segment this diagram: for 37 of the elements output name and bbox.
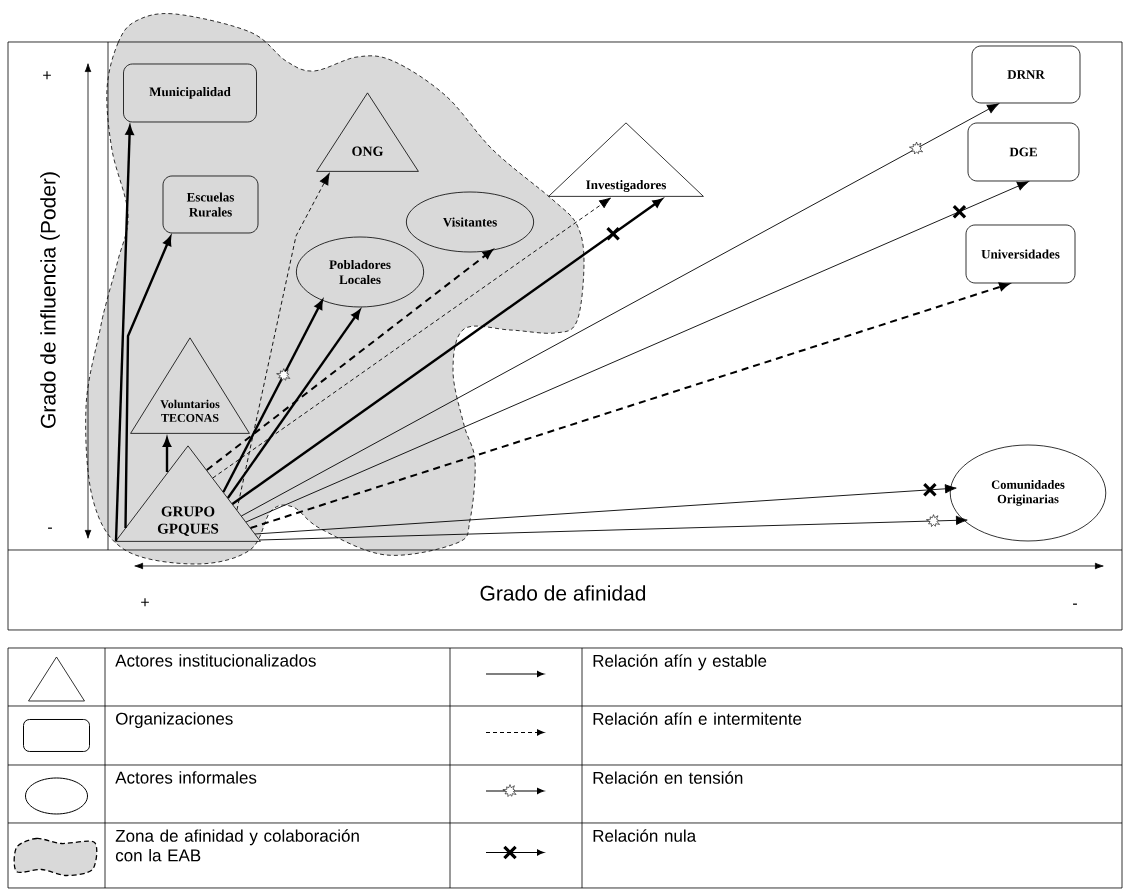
organization-box: Escuelas Rurales [162, 175, 259, 234]
arrow [249, 282, 1010, 529]
organization-box: Municipalidad [123, 63, 257, 123]
legend-text: Actores informales [115, 771, 257, 784]
actor-triangle: Voluntarios TECONAS [130, 337, 250, 434]
arrow [254, 482, 957, 535]
arrow [236, 173, 330, 511]
axis-sign: - [48, 527, 52, 529]
actor-triangle: GRUPO GPQUES [115, 445, 261, 542]
legend-text: Relación en tensión [593, 771, 743, 784]
organization-box: Universidades [965, 224, 1076, 284]
arrow [124, 236, 172, 528]
axis-sign: + [141, 598, 149, 607]
arrow [240, 103, 999, 517]
actor-triangle: Investigadores [548, 122, 704, 197]
arrow [212, 197, 611, 479]
actor-triangle: ONG [316, 92, 419, 172]
arrow [245, 181, 1029, 523]
legend-text: Organizaciones [116, 712, 233, 729]
arrow [222, 300, 323, 493]
arrow [114, 125, 134, 542]
legend-text: Zona de afinidad y colaboración con la EAB [115, 829, 359, 862]
axis-sign: + [43, 71, 51, 80]
arrow [162, 437, 172, 472]
legend-text: Relación nula [593, 829, 697, 842]
arrow [231, 198, 663, 505]
legend-text: Relación afín e intermitente [593, 712, 802, 725]
axis-label: Grado de afinidad [480, 585, 646, 601]
arrow [226, 309, 361, 499]
axis-label: Grado de influencia (Poder) [40, 172, 60, 428]
arrow [259, 514, 968, 541]
organization-box: DRNR [971, 45, 1081, 104]
legend-text: Relación afín y estable [593, 654, 767, 671]
organization-box: DGE [967, 122, 1080, 182]
legend-text: Actores institucionalizados [115, 654, 316, 667]
axis-sign: - [1073, 603, 1077, 605]
arrow [205, 249, 493, 471]
